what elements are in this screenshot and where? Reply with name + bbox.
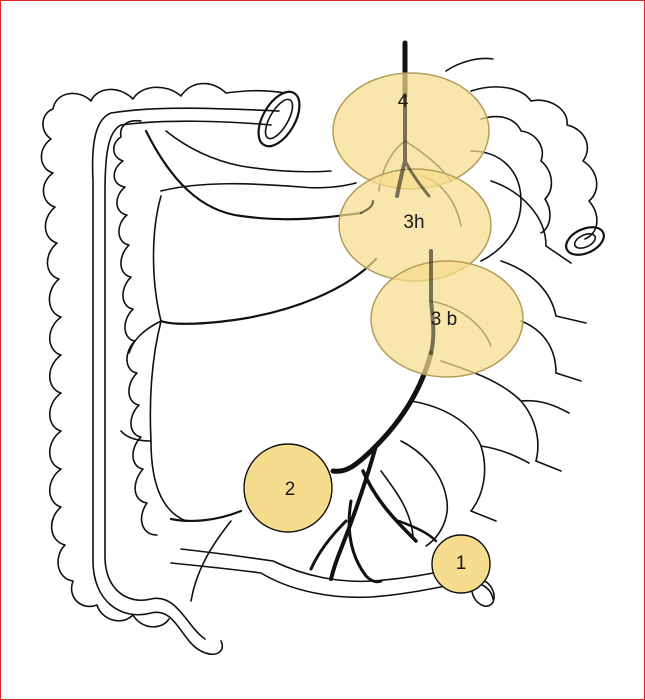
right-colic-branch [159,257,378,325]
right-arcade-16 [520,399,570,414]
vessel-through-zone-3h-stub [359,199,375,215]
right-arcade-14 [535,460,562,472]
vascular-arcades [120,129,587,602]
colon-cut-end-top-inner [264,98,294,140]
zone-1-circle [431,534,491,594]
right-arcade-4 [520,320,557,374]
middle-colic-branch [144,129,363,221]
marginal-artery-left [149,195,187,522]
sigmoid-branch-2 [361,469,418,543]
ascending-colon-inner-wall [112,119,158,536]
vessel-through-zone-3h [429,249,436,355]
vessels-through-zones [359,94,436,355]
colon-outline [40,82,357,656]
right-arcade-3 [500,260,557,317]
inferior-mesenteric-artery [309,40,438,584]
right-arcade-8 [380,470,414,537]
right-arcade-2 [490,180,547,247]
right-arcade-1 [470,150,522,262]
descending-colon [170,86,605,607]
zone-label-3b: 3 b [431,309,457,330]
zone-2-circle [243,443,333,533]
arcade-connector-left [128,320,162,354]
descending-colon-outer-wall [470,86,598,240]
transverse-colon-lower-wall [160,182,357,192]
ima-main-trunk [330,350,434,474]
upper-vessel-1 [445,57,494,72]
ileum-tube-outer [91,107,280,656]
zone-labels: 4 3h 3 b 2 1 [285,91,467,574]
zone-label-1: 1 [456,553,467,574]
right-arcade-13 [555,372,582,382]
lymph-node-zones [243,72,524,594]
sigmoid-branch-4 [309,519,348,571]
sigmoid-branch-3 [347,499,383,584]
transverse-colon-upper-wall [165,130,332,173]
ileum-tube-inner [104,120,272,640]
right-arcade-15 [470,510,497,522]
colon-cut-end-top [257,90,301,148]
ascending-colon-outer-wall [40,82,286,628]
vessel-through-zone-4-branch [403,159,431,198]
right-arcade-17 [480,445,530,464]
sigmoid-colon-wall-inner [180,548,454,583]
ileocolic-branch [169,509,243,523]
right-arcade-11 [545,245,572,264]
descending-colon-inner-wall [480,115,553,234]
sigmoid-branch-5 [397,519,438,543]
zone-label-2: 2 [285,479,296,500]
arcade-connector-left-2 [120,430,152,442]
zone-label-4: 4 [398,91,409,112]
zone-label-3h: 3h [403,212,424,233]
ileocolic-branch-lower [190,520,232,602]
right-arcade-12 [555,315,587,324]
colon-cut-end-right-inner [573,233,597,249]
right-arcade-7 [400,440,448,547]
zone-3b-ellipse [370,260,524,378]
sigmoid-branch-1 [329,444,378,581]
colon-cut-end-right [565,226,605,256]
